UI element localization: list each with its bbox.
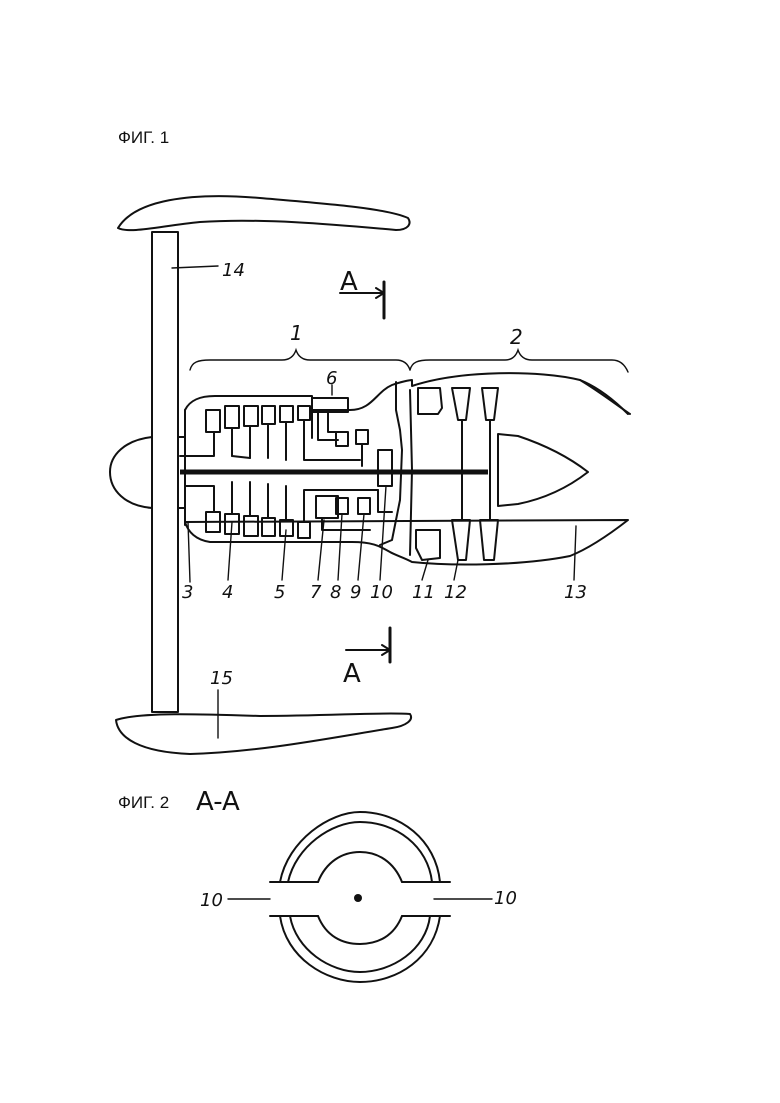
lower-nacelle-cowl [116, 713, 411, 754]
label-4: 4 [222, 582, 233, 603]
label-8: 8 [330, 582, 341, 603]
propeller-spinner [110, 437, 152, 508]
label-3: 3 [182, 582, 193, 603]
turbine-blade-upper-12b [482, 388, 498, 420]
group-label-1: 1 [290, 321, 303, 345]
fig2-label-10-left: 10 [200, 890, 223, 911]
exhaust-cone [498, 434, 588, 506]
brace-group-1 [190, 350, 410, 370]
label-13: 13 [564, 582, 587, 603]
label-15: 15 [210, 668, 233, 689]
turbine-blade-upper-12a [452, 388, 470, 420]
label-14: 14 [222, 260, 245, 281]
center-shaft-dot [354, 894, 362, 902]
element-9 [358, 498, 370, 514]
label-6: 6 [326, 368, 337, 389]
cross-section-a-a [270, 812, 450, 982]
section-line-bottom [346, 645, 390, 655]
section-marker-bottom: A [343, 659, 361, 689]
rod-10 [378, 450, 392, 486]
label-10: 10 [370, 582, 393, 603]
label-11: 11 [412, 582, 435, 603]
fig2-label-10-right: 10 [494, 888, 517, 909]
label-9: 9 [350, 582, 361, 603]
element-7 [316, 496, 338, 518]
group-label-2: 2 [510, 325, 523, 349]
section-marker-top: A [340, 267, 358, 297]
propeller-blade [152, 232, 178, 712]
upper-nacelle-cowl [118, 196, 410, 230]
brace-group-2 [410, 350, 628, 372]
turbine-nozzle-upper-11 [418, 388, 442, 414]
label-7: 7 [310, 582, 322, 603]
figure-2-section-title: A-A [196, 787, 240, 817]
figure-2-title: ФИГ. 2 [118, 793, 169, 812]
turbine-blade-lower-12a [452, 520, 470, 560]
label-5: 5 [274, 582, 285, 603]
turbine-blade-lower-12b [480, 520, 498, 560]
label-12: 12 [444, 582, 467, 603]
turbine-nozzle-lower-11 [416, 530, 440, 560]
